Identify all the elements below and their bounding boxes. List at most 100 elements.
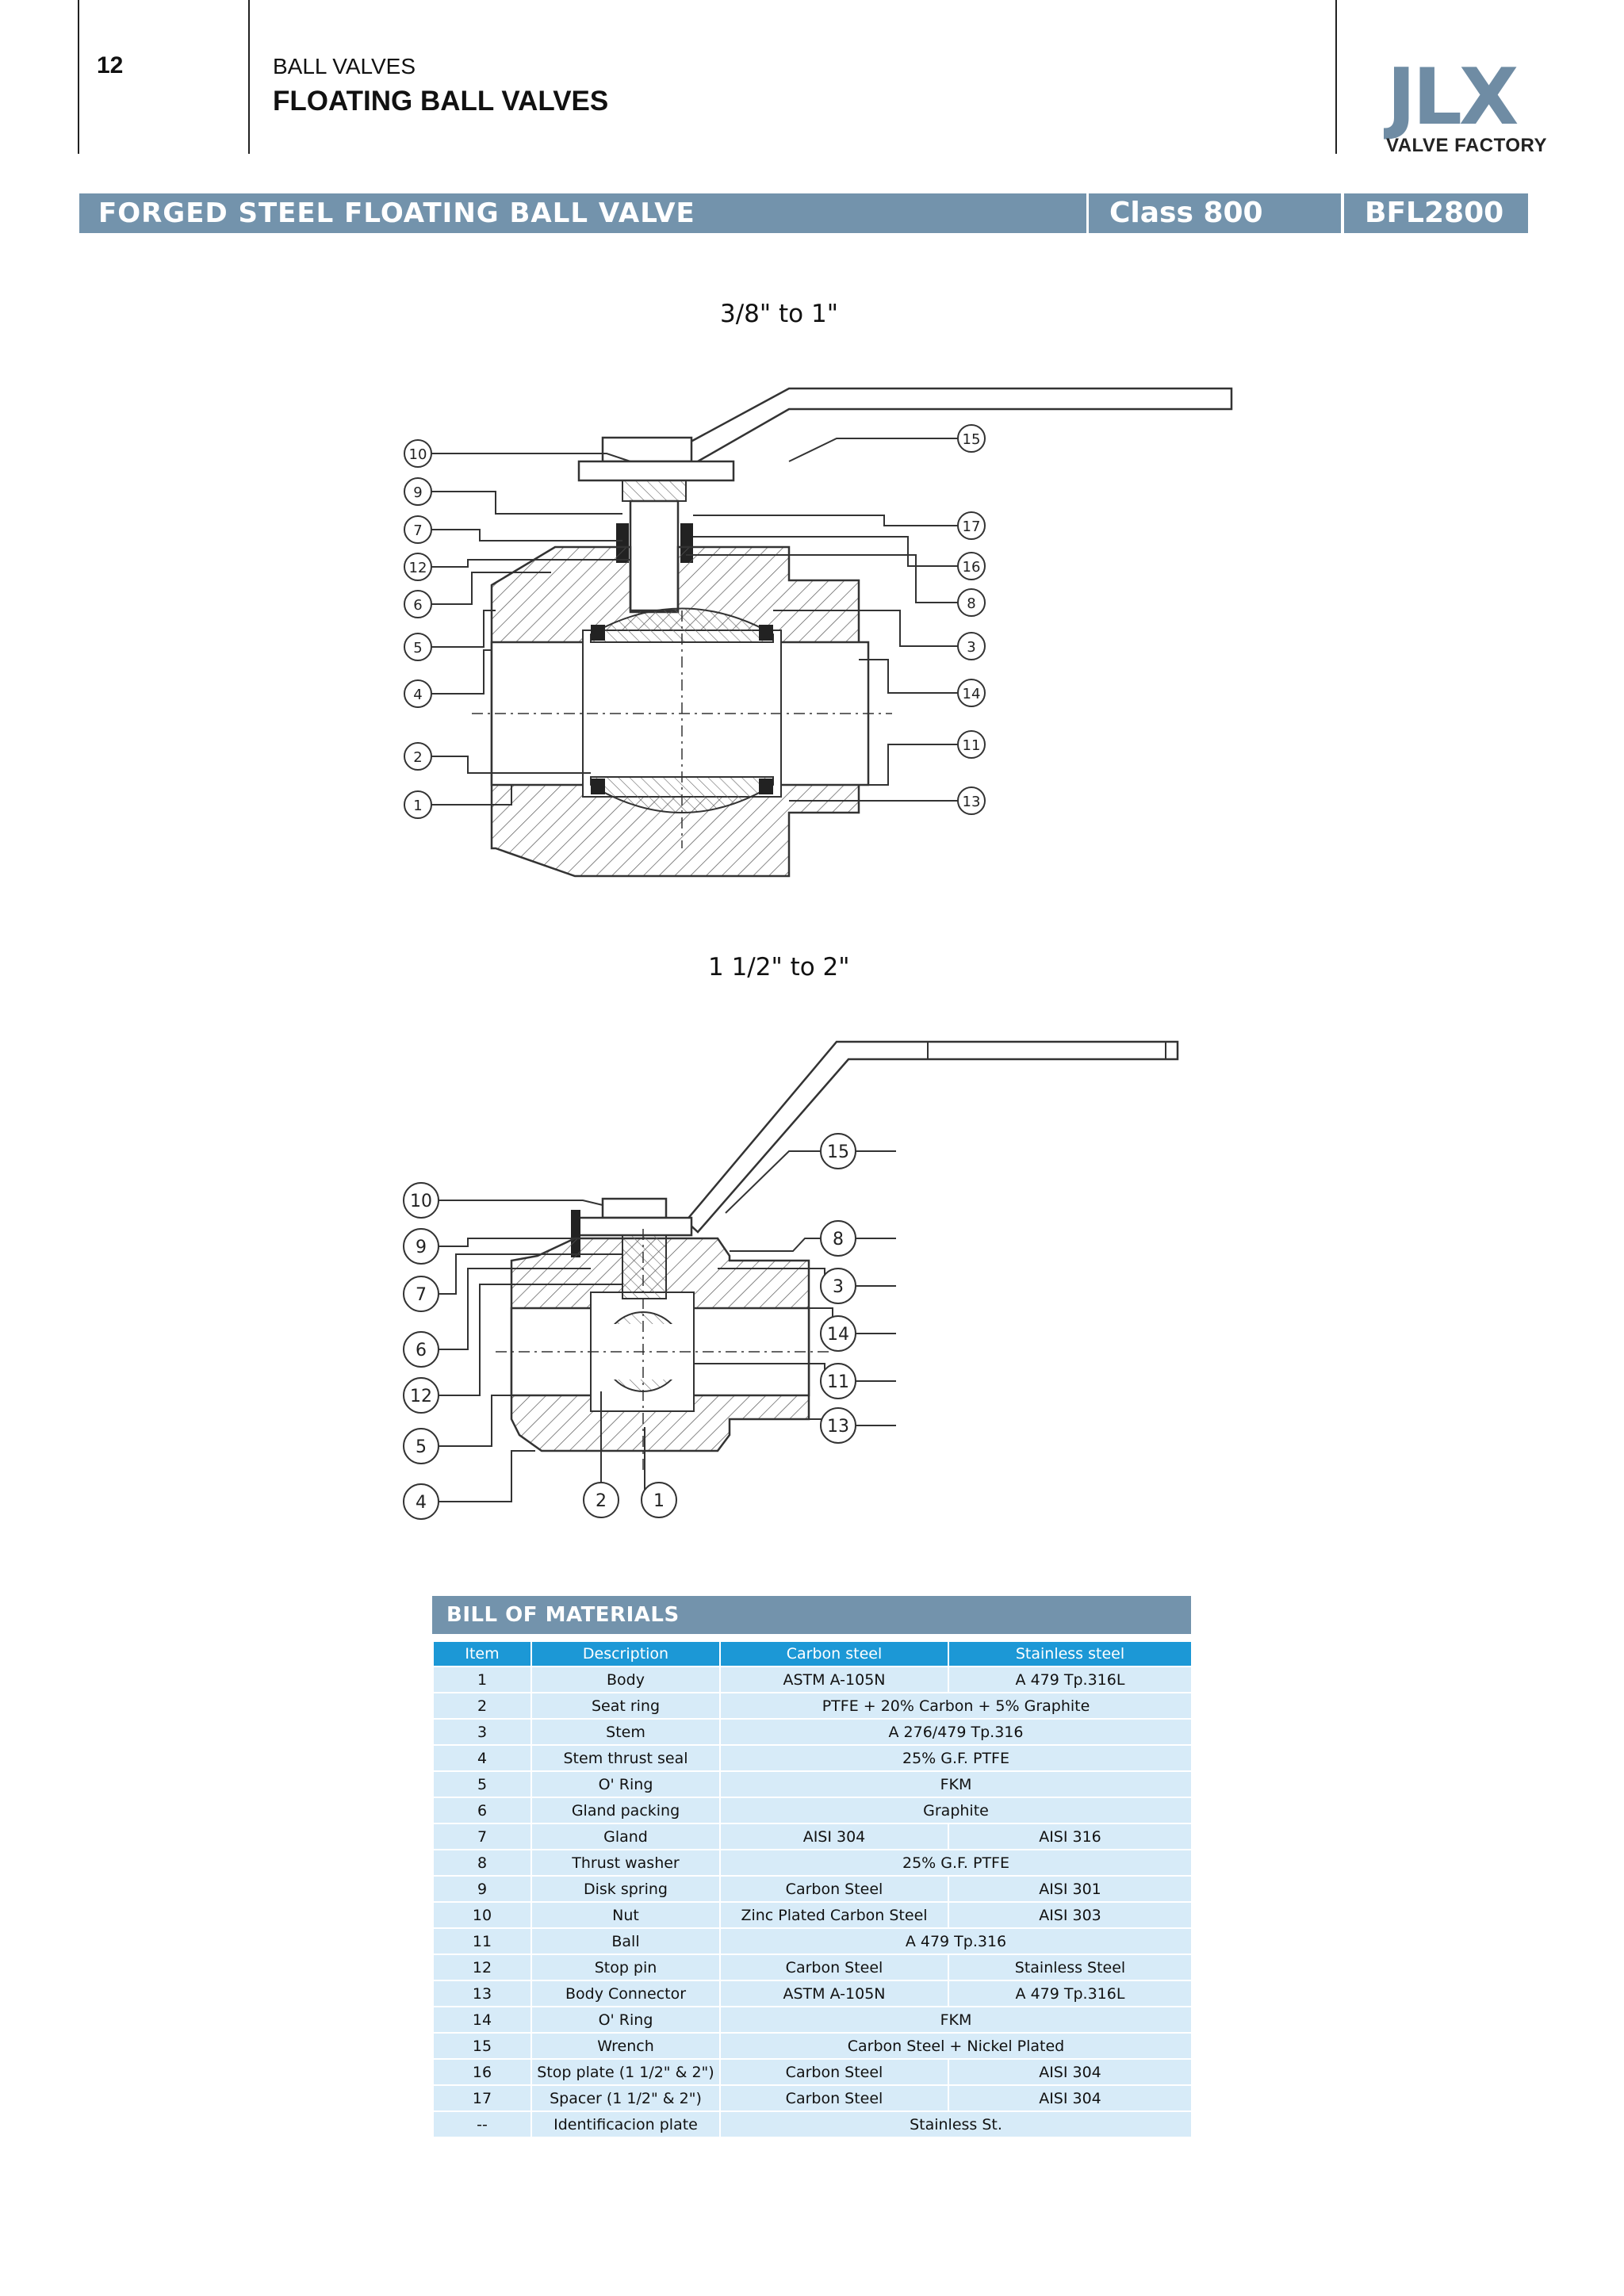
- svg-text:9: 9: [413, 484, 422, 501]
- item-cell: 7: [432, 1823, 532, 1850]
- material-cell-common: Graphite: [719, 1797, 1193, 1824]
- material-cell-stainless: AISI 301: [948, 1875, 1193, 1903]
- callout-10: 10: [404, 439, 432, 468]
- item-cell: 12: [432, 1954, 532, 1981]
- callout-8: 8: [957, 588, 986, 617]
- table-header-row: Item Description Carbon steel Stainless …: [432, 1640, 1193, 1667]
- svg-text:9: 9: [416, 1238, 427, 1257]
- callout-15: 15: [820, 1133, 856, 1169]
- material-cell-stainless: A 479 Tp.316L: [948, 1980, 1193, 2007]
- callout-13: 13: [820, 1407, 856, 1444]
- description-cell: Body Connector: [530, 1980, 721, 2007]
- callout-9: 9: [403, 1228, 439, 1265]
- svg-text:4: 4: [413, 687, 422, 703]
- description-cell: Stop pin: [530, 1954, 721, 1981]
- svg-text:15: 15: [963, 431, 981, 448]
- svg-text:1: 1: [413, 798, 422, 814]
- material-cell-stainless: AISI 304: [948, 2058, 1193, 2086]
- description-cell: O' Ring: [530, 1770, 721, 1798]
- description-cell: Identificacion plate: [530, 2110, 721, 2138]
- material-cell-carbon: Carbon Steel: [719, 1875, 949, 1903]
- description-cell: Wrench: [530, 2032, 721, 2060]
- svg-text:16: 16: [963, 559, 981, 576]
- svg-text:11: 11: [963, 737, 981, 754]
- svg-text:17: 17: [963, 519, 981, 535]
- item-cell: 4: [432, 1744, 532, 1772]
- column-header-stainless-steel: Stainless steel: [948, 1640, 1193, 1667]
- page-number: 12: [97, 52, 124, 78]
- item-cell: 15: [432, 2032, 532, 2060]
- header-divider-right: [1335, 0, 1337, 154]
- description-cell: Ball: [530, 1927, 721, 1955]
- svg-text:14: 14: [963, 686, 981, 702]
- svg-text:8: 8: [833, 1230, 844, 1249]
- description-cell: Seat ring: [530, 1692, 721, 1720]
- callout-16: 16: [957, 552, 986, 580]
- description-cell: Stem: [530, 1718, 721, 1746]
- column-header-description: Description: [530, 1640, 721, 1667]
- section-label: BALL VALVES: [273, 54, 416, 78]
- material-cell-common: 25% G.F. PTFE: [719, 1744, 1193, 1772]
- svg-text:5: 5: [413, 640, 422, 656]
- item-cell: 13: [432, 1980, 532, 2007]
- description-cell: Spacer (1 1/2" & 2"): [530, 2084, 721, 2112]
- material-cell-stainless: A 479 Tp.316L: [948, 1666, 1193, 1693]
- valve-drawing-large: 10 9 7 6 12 5 4 15 8 3 14 11 13 2 1: [403, 1040, 1179, 1520]
- svg-text:7: 7: [416, 1285, 427, 1305]
- callout-3: 3: [820, 1268, 856, 1304]
- material-cell-carbon: Carbon Steel: [719, 2084, 949, 2112]
- column-header-item: Item: [432, 1640, 532, 1667]
- item-cell: 16: [432, 2058, 532, 2086]
- jlx-logo: JLX: [1384, 52, 1521, 143]
- material-cell-carbon: Zinc Plated Carbon Steel: [719, 1901, 949, 1929]
- svg-text:12: 12: [409, 560, 427, 576]
- callout-7: 7: [403, 1276, 439, 1312]
- material-cell-carbon: ASTM A-105N: [719, 1980, 949, 2007]
- svg-text:4: 4: [416, 1493, 427, 1513]
- material-cell-common: PTFE + 20% Carbon + 5% Graphite: [719, 1692, 1193, 1720]
- logo-subtitle: VALVE FACTORY: [1386, 135, 1547, 156]
- callout-4: 4: [404, 679, 432, 708]
- callout-12: 12: [404, 553, 432, 581]
- material-cell-common: A 276/479 Tp.316: [719, 1718, 1193, 1746]
- callout-8: 8: [820, 1220, 856, 1257]
- callout-6: 6: [404, 590, 432, 618]
- model-code-band: BFL2800: [1344, 193, 1528, 233]
- item-cell: 1: [432, 1666, 532, 1693]
- section-title: FLOATING BALL VALVES: [273, 86, 609, 117]
- material-cell-stainless: AISI 304: [948, 2084, 1193, 2112]
- callout-17: 17: [957, 511, 986, 540]
- description-cell: Nut: [530, 1901, 721, 1929]
- item-cell: 5: [432, 1770, 532, 1798]
- svg-text:1: 1: [653, 1491, 665, 1511]
- item-cell: 11: [432, 1927, 532, 1955]
- callout-13: 13: [957, 786, 986, 815]
- description-cell: Body: [530, 1666, 721, 1693]
- callout-6: 6: [403, 1331, 439, 1368]
- callout-3: 3: [957, 632, 986, 660]
- svg-text:3: 3: [967, 639, 975, 656]
- description-cell: Thrust washer: [530, 1849, 721, 1877]
- material-cell-common: A 479 Tp.316: [719, 1927, 1193, 1955]
- callout-2: 2: [583, 1482, 619, 1518]
- bill-of-materials-table: Item Description Carbon steel Stainless …: [432, 1640, 1193, 2138]
- description-cell: Disk spring: [530, 1875, 721, 1903]
- svg-text:2: 2: [596, 1491, 607, 1511]
- callout-11: 11: [957, 730, 986, 759]
- item-cell: 14: [432, 2006, 532, 2034]
- material-cell-common: FKM: [719, 1770, 1193, 1798]
- item-cell: 8: [432, 1849, 532, 1877]
- callout-15: 15: [957, 424, 986, 453]
- material-cell-carbon: Carbon Steel: [719, 1954, 949, 1981]
- logo-text: JLX: [1384, 52, 1518, 143]
